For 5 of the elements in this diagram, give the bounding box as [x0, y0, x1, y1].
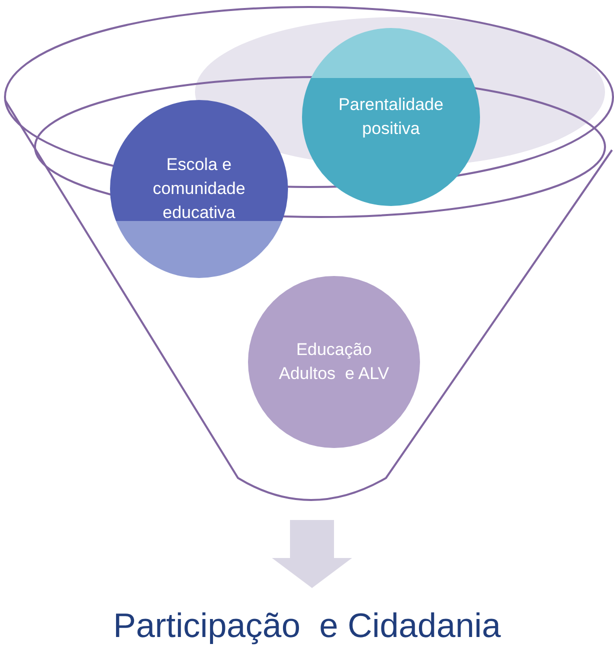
result-title: Participação e Cidadania: [113, 606, 501, 646]
block-arrow: [272, 520, 352, 588]
circle-label: Parentalidade positiva: [338, 94, 444, 140]
circle-label: Educação Adultos e ALV: [278, 339, 390, 385]
circle-label: Escola e comunidade educativa: [152, 154, 246, 224]
